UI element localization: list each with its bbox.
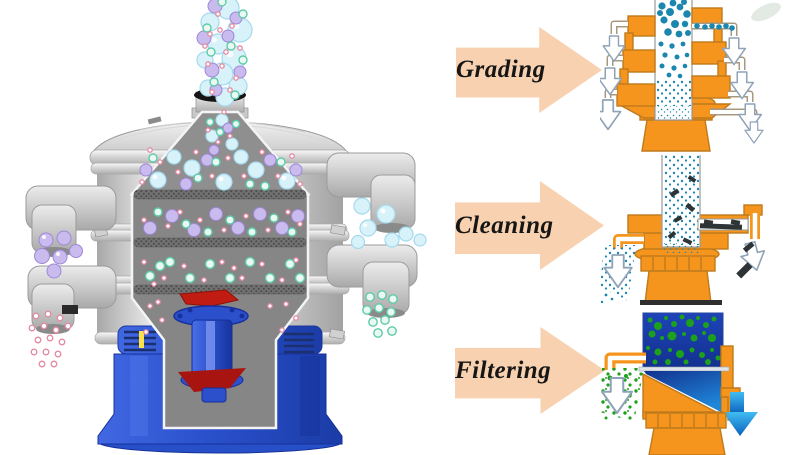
tank-rim	[640, 300, 722, 305]
impurity-channel	[697, 218, 749, 231]
feed-stream-particles	[196, 0, 253, 107]
filter-screen	[638, 366, 730, 372]
impurity-discharge	[736, 241, 755, 279]
cleaning-label: Cleaning	[455, 211, 554, 239]
grading-label: Grading	[456, 56, 546, 83]
sieve-mesh-top	[133, 189, 307, 200]
filtering-base	[645, 412, 727, 455]
deck-particles	[139, 109, 306, 335]
filtering-diagram	[600, 300, 758, 455]
spring-marker	[139, 331, 144, 348]
grading-diagram	[600, 0, 781, 152]
cleaning-diagram	[600, 155, 770, 303]
vibrating-sifter-illustration	[25, 0, 427, 454]
filtrate-liquid	[644, 371, 721, 412]
sieve-mesh-middle	[133, 237, 307, 248]
feed-column	[661, 155, 701, 253]
filtering-label: Filtering	[455, 356, 552, 384]
liquid-flow-arrow	[723, 392, 758, 436]
spring-left	[124, 330, 156, 352]
medium-stream-purple	[34, 230, 83, 279]
slurry-tank	[642, 312, 724, 370]
eccentric-weight-top	[179, 289, 240, 307]
eccentric-weight-bottom	[178, 368, 246, 392]
superfine-stream-pink	[28, 310, 72, 368]
outlet-arm-right-lower	[326, 244, 418, 318]
coarse-stream-cyan	[350, 197, 427, 250]
vibration-motor	[173, 289, 249, 403]
fine-stream-green	[362, 290, 398, 338]
filtering-arrow: Filtering	[455, 327, 605, 414]
watermark-smudge	[751, 2, 781, 22]
grading-arrow: Grading	[456, 27, 602, 113]
spring-right	[284, 332, 314, 354]
cleaning-arrow: Cleaning	[455, 181, 604, 270]
grading-particles	[657, 0, 735, 119]
